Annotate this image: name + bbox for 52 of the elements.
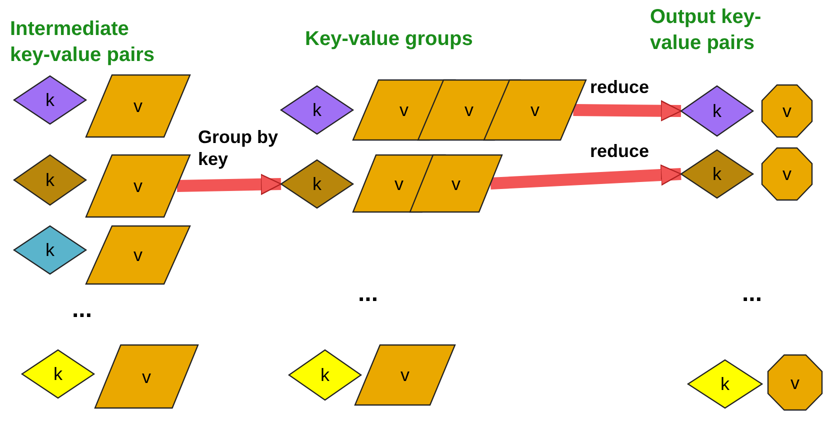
heading: Output key-value pairs [650, 5, 762, 56]
node-text: v [464, 101, 474, 119]
key-diamond [681, 86, 753, 136]
key-diamond [22, 350, 94, 398]
key-diamond [688, 360, 762, 408]
value-octagon [768, 355, 822, 410]
key-diamond [681, 150, 753, 198]
node-text: v [394, 174, 404, 192]
value-octagon [762, 85, 812, 137]
key-diamond [281, 160, 353, 208]
heading: Key-value groups [305, 27, 474, 52]
node-text: k [46, 241, 54, 259]
node-text: v [530, 101, 540, 119]
value-parallelogram [86, 75, 190, 137]
node-text: k [46, 91, 54, 109]
node-text: k [312, 175, 322, 193]
ellipsis: ... [358, 284, 380, 304]
node-text: v [134, 246, 142, 264]
node-text: k [720, 375, 730, 393]
value-octagon [762, 148, 812, 200]
node-text: v [134, 97, 142, 115]
node-text: k [54, 365, 62, 383]
node-text: k [46, 171, 54, 189]
node-text: v [400, 101, 408, 119]
node-text: v [452, 174, 460, 192]
heading: Intermediate key-value pairs [10, 17, 156, 68]
node-text: v [782, 102, 792, 120]
node-text: k [712, 102, 722, 120]
node-text: v [782, 165, 792, 183]
arrow [573, 100, 682, 122]
value-parallelogram [355, 345, 455, 405]
key-diamond [14, 226, 86, 274]
value-parallelogram [86, 155, 190, 217]
value-parallelogram [86, 226, 190, 284]
value-parallelogram [95, 345, 198, 408]
key-diamond [14, 76, 86, 124]
value-parallelogram [484, 80, 586, 140]
key-diamond [281, 86, 353, 134]
node-text: k [312, 101, 322, 119]
key-diamond [289, 350, 361, 400]
key-diamond [14, 155, 86, 205]
value-parallelogram [410, 155, 502, 212]
ellipsis: ... [72, 300, 94, 320]
arrow [490, 164, 682, 190]
node-text: v [400, 366, 410, 384]
node-text: k [712, 165, 722, 183]
node-text: k [320, 366, 330, 384]
arrow [176, 174, 282, 195]
node-text: v [142, 368, 151, 386]
ellipsis: ... [742, 284, 764, 304]
node-text: v [134, 177, 142, 195]
node-text: v [790, 374, 800, 392]
